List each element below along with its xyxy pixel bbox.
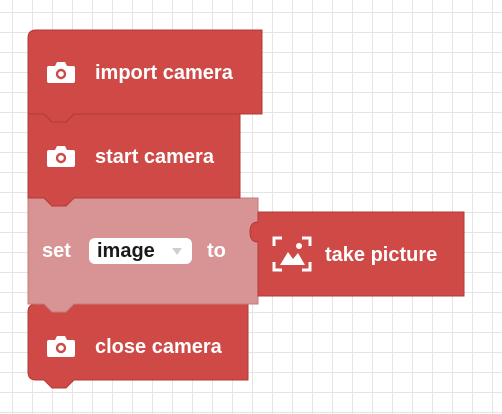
start-camera-label: start camera: [95, 146, 214, 168]
camera-icon: [47, 62, 75, 83]
variable-dropdown-value: image: [97, 240, 155, 262]
variable-dropdown[interactable]: image: [89, 238, 192, 264]
to-label: to: [207, 240, 226, 262]
dropdown-arrow-icon: [172, 248, 182, 255]
import-camera-block[interactable]: [27, 29, 263, 123]
camera-icon: [47, 336, 75, 357]
import-camera-label: import camera: [95, 62, 233, 84]
close-camera-label: close camera: [95, 336, 222, 358]
set-label: set: [42, 240, 71, 262]
take-picture-label: take picture: [325, 244, 438, 266]
camera-icon: [47, 146, 75, 167]
take-picture-block[interactable]: [249, 211, 465, 297]
close-camera-block[interactable]: [27, 303, 249, 389]
picture-frame-icon: [272, 236, 312, 272]
